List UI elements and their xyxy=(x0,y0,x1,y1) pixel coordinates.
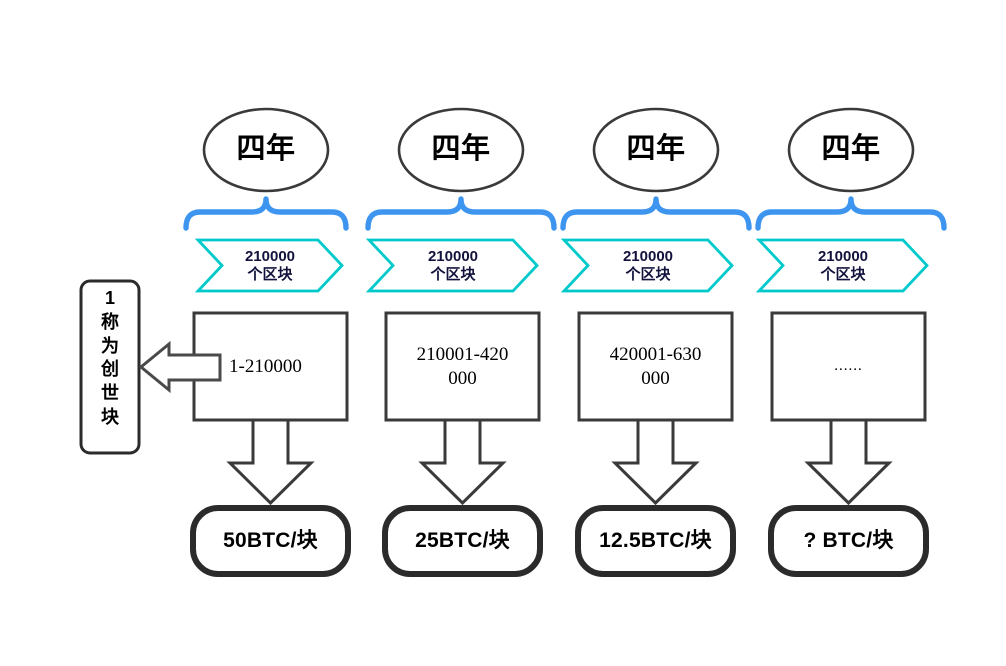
reward-box-3 xyxy=(575,505,736,577)
period-label-4: 四年 xyxy=(821,133,881,166)
down-arrow-4 xyxy=(804,418,893,506)
genesis-char-5: 块 xyxy=(101,406,119,427)
blocks-chevron-4 xyxy=(755,238,929,293)
block-range-box-3 xyxy=(577,311,734,422)
down-arrow-3 xyxy=(611,418,700,506)
brace-2 xyxy=(365,196,557,231)
blocks-label-1: 210000 个区块 xyxy=(244,247,296,283)
block-range-label-1: 1-210000 xyxy=(229,355,302,377)
genesis-char-0: 1 xyxy=(104,288,115,308)
block-range-label-3: 420001-630 000 xyxy=(609,343,702,389)
blocks-label-4: 210000 个区块 xyxy=(817,247,869,283)
genesis-char-3: 创 xyxy=(101,359,119,380)
genesis-char-1: 称 xyxy=(101,311,119,332)
brace-3 xyxy=(560,196,752,231)
reward-box-4 xyxy=(768,505,929,577)
reward-label-4: ? BTC/块 xyxy=(803,528,894,552)
blocks-chevron-2 xyxy=(365,238,539,293)
blocks-label-3: 210000 个区块 xyxy=(622,247,674,283)
genesis-char-2: 为 xyxy=(101,335,119,356)
genesis-note-text: 1 称 为 创 世 块 xyxy=(81,281,139,453)
genesis-left-arrow xyxy=(138,340,222,394)
brace-1 xyxy=(183,196,349,231)
brace-4 xyxy=(755,196,947,231)
period-label-1: 四年 xyxy=(236,133,296,166)
period-label-2: 四年 xyxy=(431,133,491,166)
reward-box-2 xyxy=(382,505,543,577)
block-range-label-2: 210001-420 000 xyxy=(416,343,509,389)
period-ellipse-2 xyxy=(397,107,525,193)
genesis-char-4: 世 xyxy=(101,383,119,403)
period-ellipse-1 xyxy=(202,107,330,193)
period-label-3: 四年 xyxy=(626,133,686,166)
block-range-box-4 xyxy=(770,311,927,422)
blocks-chevron-3 xyxy=(560,238,734,293)
reward-label-1: 50BTC/块 xyxy=(223,528,318,552)
blocks-chevron-1 xyxy=(194,238,344,293)
reward-label-3: 12.5BTC/块 xyxy=(599,528,712,552)
period-ellipse-3 xyxy=(592,107,720,193)
period-ellipse-4 xyxy=(787,107,915,193)
block-range-label-4: ...... xyxy=(834,358,863,375)
reward-label-2: 25BTC/块 xyxy=(415,528,510,552)
blocks-label-2: 210000 个区块 xyxy=(427,247,479,283)
reward-box-1 xyxy=(190,505,351,577)
down-arrow-2 xyxy=(418,418,507,506)
block-range-box-2 xyxy=(384,311,541,422)
down-arrow-1 xyxy=(226,418,315,506)
